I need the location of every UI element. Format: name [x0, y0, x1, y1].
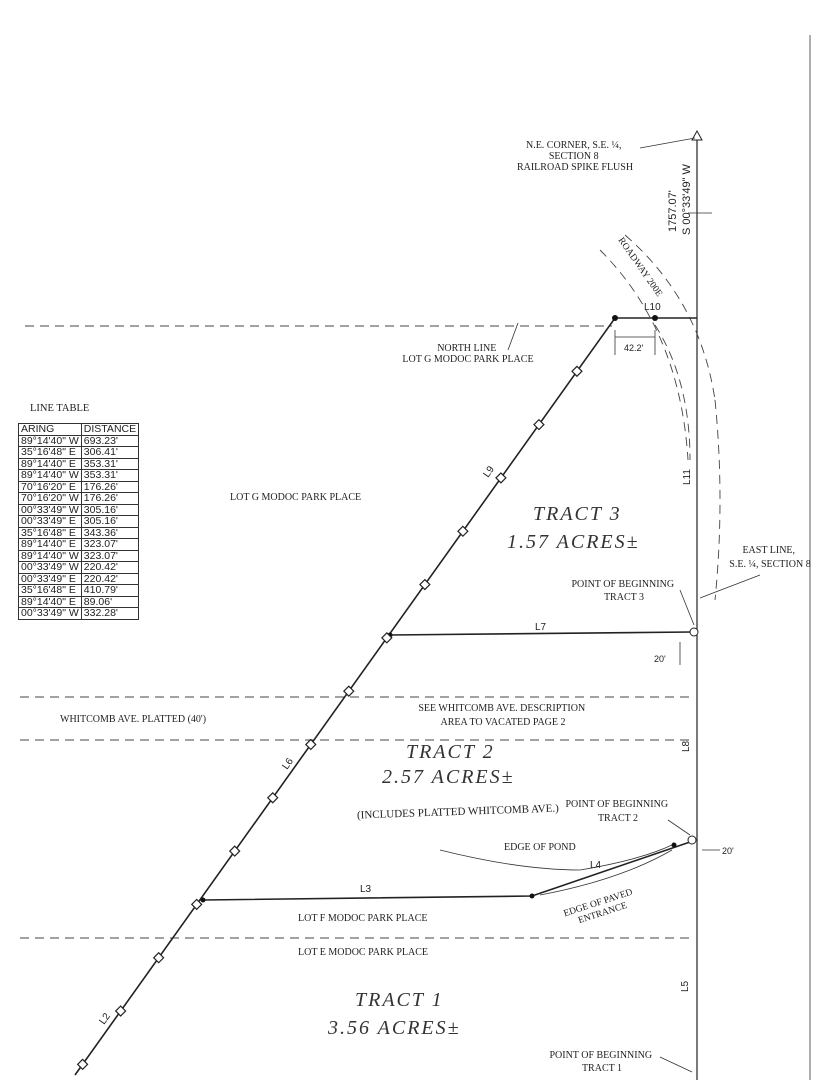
edge-paved-label: EDGE OF PAVED ENTRANCE — [563, 887, 640, 930]
fence-marker-icon — [228, 845, 241, 857]
tract2-area: 2.57 ACRES± — [382, 766, 515, 788]
fence-marker-icon — [114, 1005, 127, 1017]
leader-line — [507, 322, 519, 351]
distance-cell: 89.06' — [80, 595, 140, 608]
point-marker — [612, 315, 618, 321]
point-marker — [671, 842, 677, 848]
edge-pond-label: EDGE OF POND — [504, 842, 576, 853]
fence-marker-icon — [495, 472, 507, 484]
fence-marker-icon — [304, 738, 317, 751]
see-whitcomb-label: SEE WHITCOMB AVE. DESCRIPTION AREA TO VA… — [418, 703, 587, 728]
fence-marker-icon — [76, 1058, 89, 1071]
line-label-l5: L5 — [680, 980, 691, 992]
line-label-l3: L3 — [360, 884, 372, 895]
distance-cell: 323.07' — [80, 549, 140, 562]
tract2-name: TRACT 2 — [406, 741, 495, 763]
leader-line — [699, 574, 761, 599]
fence-marker-icon — [381, 632, 393, 644]
distance-cell: 410.79' — [80, 584, 140, 597]
line-label-l8: L8 — [681, 740, 692, 752]
includes-label: (INCLUDES PLATTED WHITCOMB AVE.) — [357, 802, 559, 821]
distance-cell: 323.07' — [80, 538, 140, 551]
distance-cell: 220.42' — [80, 561, 140, 574]
fence-marker-icon — [533, 418, 545, 431]
east-distance: 1757.07' — [667, 190, 679, 232]
line-label-l9: L9 — [481, 464, 497, 480]
ne-corner-label: N.E. CORNER, S.E. ¼, SECTION 8 RAILROAD … — [517, 140, 633, 173]
distance-cell: 332.28' — [80, 607, 140, 620]
point-marker — [652, 315, 658, 321]
dimension-42: 42.2' — [624, 343, 644, 353]
bearing-cell: 35°16'48" E — [18, 584, 82, 597]
dimension-20a: 20' — [654, 654, 666, 664]
fence-marker-icon — [266, 791, 279, 804]
lot-e-label: LOT E MODOC PARK PLACE — [298, 947, 428, 958]
roadway-curve-mid — [624, 234, 716, 401]
monument-icon — [689, 627, 699, 637]
tract3-name: TRACT 3 — [533, 503, 622, 525]
roadway-curve-east — [714, 399, 721, 601]
east-bearing: S 00°33'49" W — [681, 163, 693, 235]
whitcomb-label: WHITCOMB AVE. PLATTED (40') — [60, 714, 206, 725]
pond-edge — [439, 844, 673, 871]
leader-line — [679, 589, 695, 626]
north-line-label: NORTH LINE LOT G MODOC PARK PLACE — [402, 343, 533, 365]
distance-cell: 343.36' — [80, 526, 140, 539]
fence-marker-icon — [152, 951, 165, 964]
paved-edge — [539, 849, 673, 896]
distance-cell: 305.16' — [80, 503, 140, 516]
tract1-area: 3.56 ACRES± — [327, 1017, 461, 1039]
point-marker — [200, 897, 206, 903]
east-line-label: EAST LINE, S.E. ¼, SECTION 8 — [729, 545, 810, 570]
lot-g-label: LOT G MODOC PARK PLACE — [230, 492, 361, 503]
fence-marker-icon — [571, 365, 583, 378]
roadway-curve-west — [599, 249, 689, 461]
leader-line — [659, 1056, 693, 1073]
west-boundary-line — [74, 317, 697, 1076]
lot-f-label: LOT F MODOC PARK PLACE — [298, 913, 427, 924]
pob-tract1-label: POINT OF BEGINNING TRACT 1 — [549, 1050, 654, 1074]
tract3-area: 1.57 ACRES± — [507, 531, 640, 553]
line-label-l10: L10 — [644, 302, 661, 313]
fence-markers — [76, 365, 583, 1071]
distance-cell: 220.42' — [80, 572, 140, 585]
pob-tract3-label: POINT OF BEGINNING TRACT 3 — [571, 579, 676, 603]
bearing-cell: 89°14'40" W — [18, 549, 82, 562]
line-table-title: LINE TABLE — [30, 403, 90, 414]
leader-line — [639, 137, 696, 149]
bearing-cell: 89°14'40" E — [18, 595, 82, 608]
fence-marker-icon — [190, 898, 203, 911]
point-marker — [529, 893, 535, 899]
fence-marker-icon — [457, 525, 469, 538]
tract1-name: TRACT 1 — [355, 989, 444, 1011]
distance-cell: 305.16' — [80, 515, 140, 528]
line-l7 — [389, 631, 693, 636]
line-label-l4: L4 — [590, 860, 602, 871]
pob-tract2-label: POINT OF BEGINNING TRACT 2 — [565, 799, 670, 824]
bearing-cell: 89°14'40" E — [18, 538, 82, 551]
roadway-edge — [654, 324, 691, 461]
leader-line — [667, 819, 691, 836]
monument-icon — [687, 835, 697, 845]
fence-marker-icon — [419, 578, 431, 591]
fence-marker-icon — [343, 685, 355, 697]
dimension-20b: 20' — [722, 846, 734, 856]
line-label-l7: L7 — [535, 622, 547, 633]
line-label-l11: L11 — [682, 469, 693, 485]
